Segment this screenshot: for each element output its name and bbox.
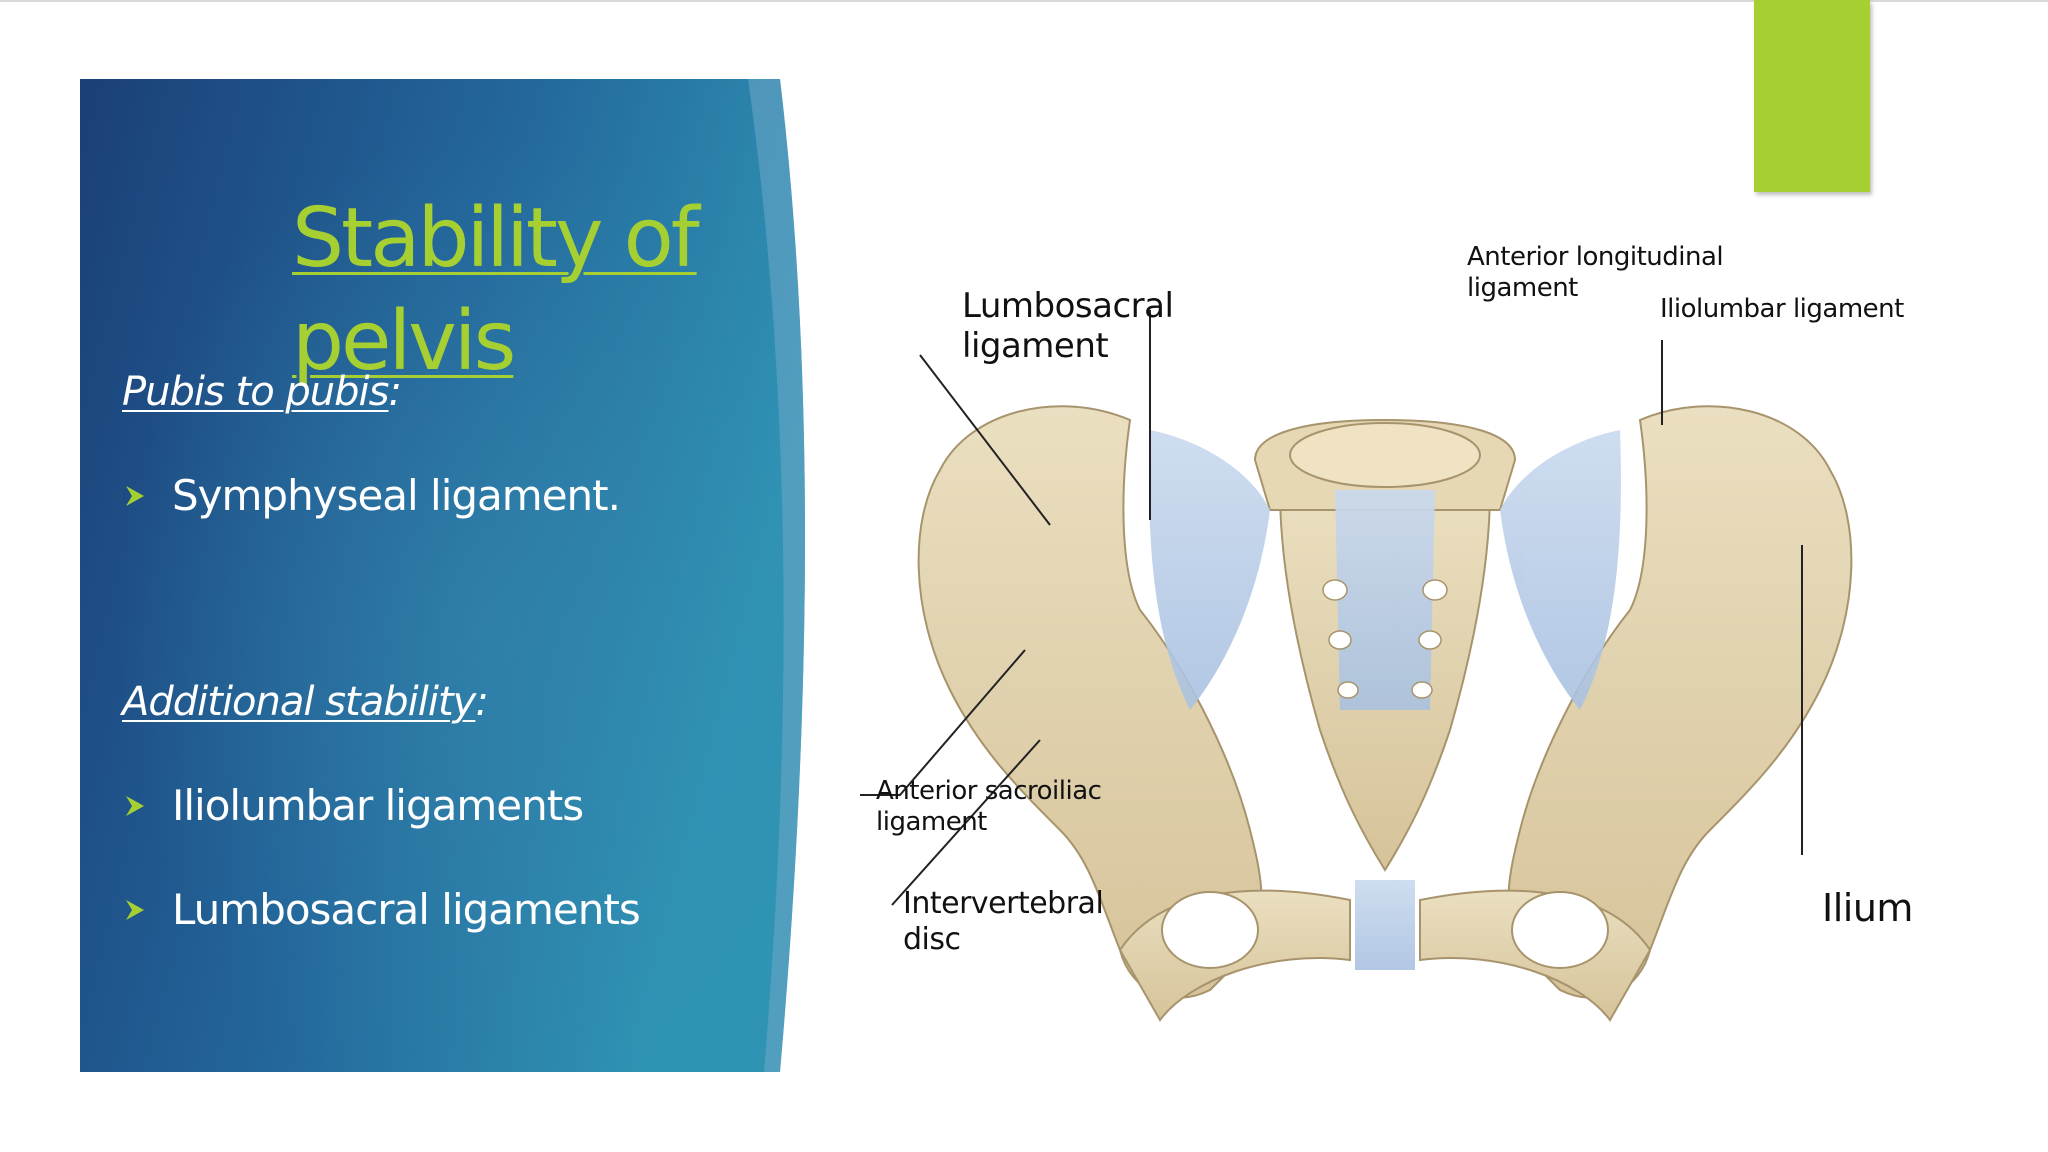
section-heading-additional-text: Additional stability [122, 679, 476, 725]
pelvis-illustration [860, 310, 1853, 1022]
bullet-text: Lumbosacral ligaments [172, 885, 641, 934]
label-line: ligament [962, 326, 1109, 366]
label-line: ligament [1467, 273, 1578, 303]
label-line: Lumbosacral [962, 286, 1174, 326]
text-panel: Stability of pelvis Pubis to pubis: Symp… [80, 79, 820, 1072]
section-heading-pubis: Pubis to pubis: [122, 369, 403, 415]
panel-background [80, 79, 805, 1072]
label-line: Intervertebral [903, 886, 1104, 921]
label-anterior-longitudinal-ligament: Anterior longitudinal ligament [1467, 242, 1724, 304]
accent-tab [1754, 0, 1870, 192]
bullet-text: Iliolumbar ligaments [172, 781, 584, 830]
label-line: Anterior sacroiliac [876, 776, 1102, 806]
bullet-arrow-icon [126, 899, 144, 920]
section-heading-additional: Additional stability: [122, 679, 489, 725]
label-iliolumbar-ligament: Iliolumbar ligament [1660, 294, 1904, 324]
bullet-text: Symphyseal ligament. [172, 471, 621, 520]
label-line: ligament [876, 807, 987, 837]
slide-title: Stability of pelvis [292, 191, 700, 389]
label-lumbosacral-ligament: Lumbosacral ligament [962, 286, 1174, 366]
label-line: disc [903, 922, 961, 957]
label-intervertebral-disc: Intervertebral disc [903, 886, 1104, 958]
label-line: Anterior longitudinal [1467, 242, 1724, 272]
bullet-arrow-icon [126, 485, 144, 506]
pelvis-figure: Lumbosacral ligament Anterior longitudin… [830, 190, 1940, 1070]
heading-colon: : [388, 369, 403, 415]
bullet-item: Lumbosacral ligaments [124, 885, 641, 934]
label-ilium: Ilium [1822, 886, 1913, 930]
bullet-arrow-icon [126, 795, 144, 816]
bullet-item: Iliolumbar ligaments [124, 781, 584, 830]
section-heading-pubis-text: Pubis to pubis [122, 369, 389, 415]
top-divider [0, 0, 2048, 2]
bullet-item: Symphyseal ligament. [124, 471, 621, 520]
label-anterior-sacroiliac-ligament: Anterior sacroiliac ligament [876, 776, 1102, 838]
heading-colon: : [475, 679, 489, 725]
